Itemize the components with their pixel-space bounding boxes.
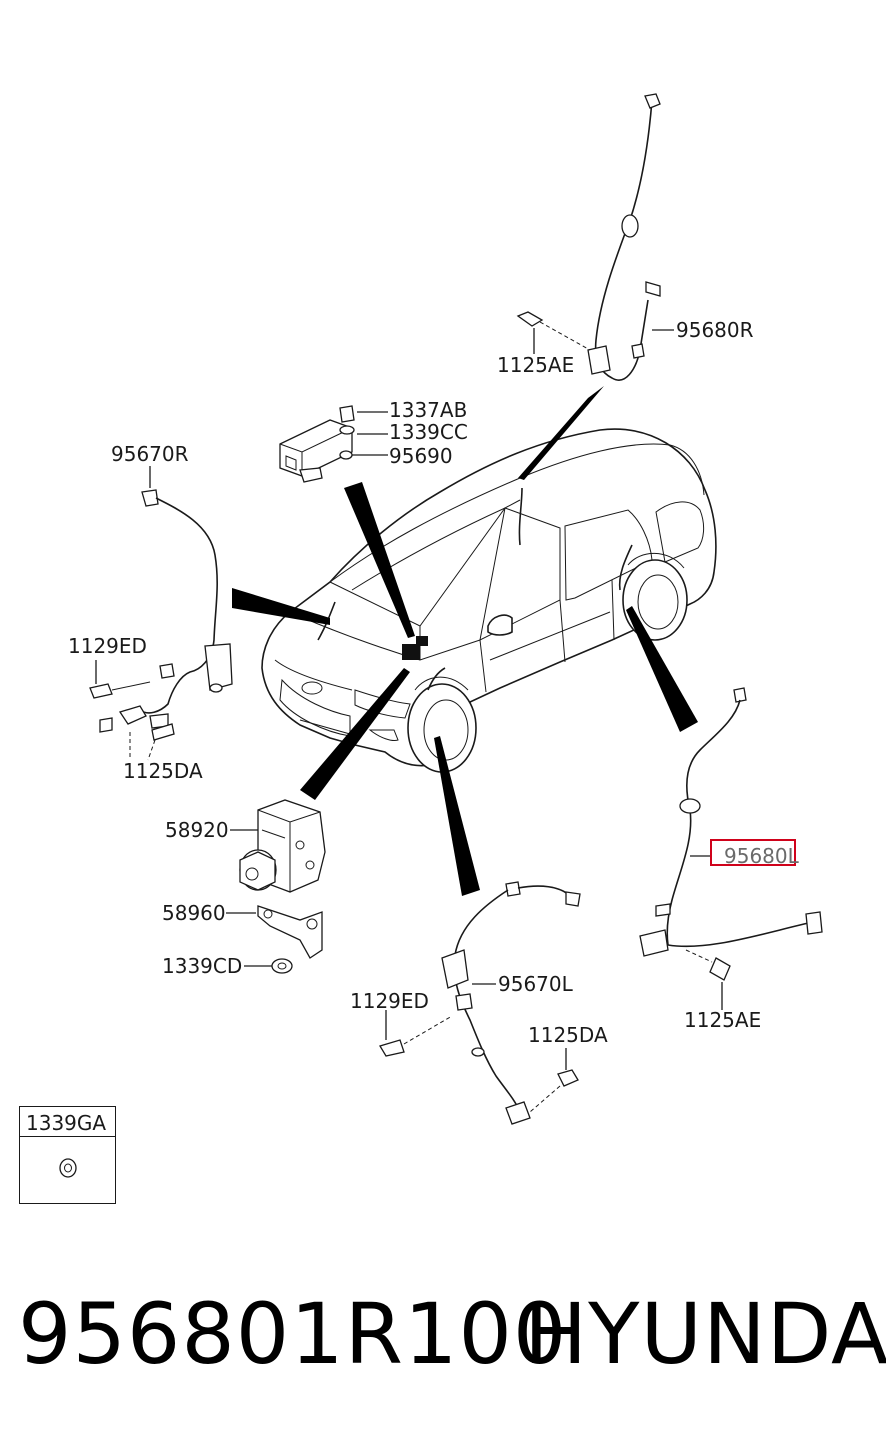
inset-label: 1339GA	[26, 1111, 106, 1135]
abs-hydraulic-unit	[226, 799, 326, 974]
label-1125DA-left: 1125DA	[123, 759, 203, 783]
brand-name: HYUNDAI	[524, 1285, 886, 1383]
label-1337AB: 1337AB	[389, 398, 467, 422]
label-95670R: 95670R	[111, 442, 189, 466]
rear-left-wheel-sensor	[639, 687, 823, 1010]
car-illustration	[261, 428, 717, 773]
label-58960: 58960	[162, 901, 226, 925]
label-1125DA-bottom: 1125DA	[528, 1023, 608, 1047]
label-95690: 95690	[389, 444, 453, 468]
front-left-wheel-sensor	[379, 881, 581, 1125]
part-number: 956801R100	[18, 1285, 568, 1383]
part-labels: 95680R 1125AE 1337AB 1339CC 95690 95670R…	[68, 318, 761, 1047]
label-95670L: 95670L	[498, 972, 574, 996]
label-1125AE-top: 1125AE	[497, 353, 574, 377]
highlight-box	[710, 839, 796, 866]
label-1339CC: 1339CC	[389, 420, 468, 444]
pointer-wedges	[232, 386, 698, 896]
label-1129ED-bottom: 1129ED	[350, 989, 429, 1013]
highlighted-part-95680L[interactable]: 95680L	[710, 839, 800, 868]
label-95680L: 95680L	[724, 844, 800, 868]
label-1129ED-left: 1129ED	[68, 634, 147, 658]
front-right-wheel-sensor	[89, 466, 233, 761]
yaw-sensor-module	[279, 405, 388, 483]
rear-right-wheel-sensor	[516, 93, 674, 381]
label-58920: 58920	[165, 818, 229, 842]
label-95680R: 95680R	[676, 318, 754, 342]
nut-icon	[59, 1158, 77, 1178]
label-1339CD: 1339CD	[162, 954, 242, 978]
label-1125AE-bottom: 1125AE	[684, 1008, 761, 1032]
inset-1339GA: 1339GA	[19, 1106, 116, 1204]
